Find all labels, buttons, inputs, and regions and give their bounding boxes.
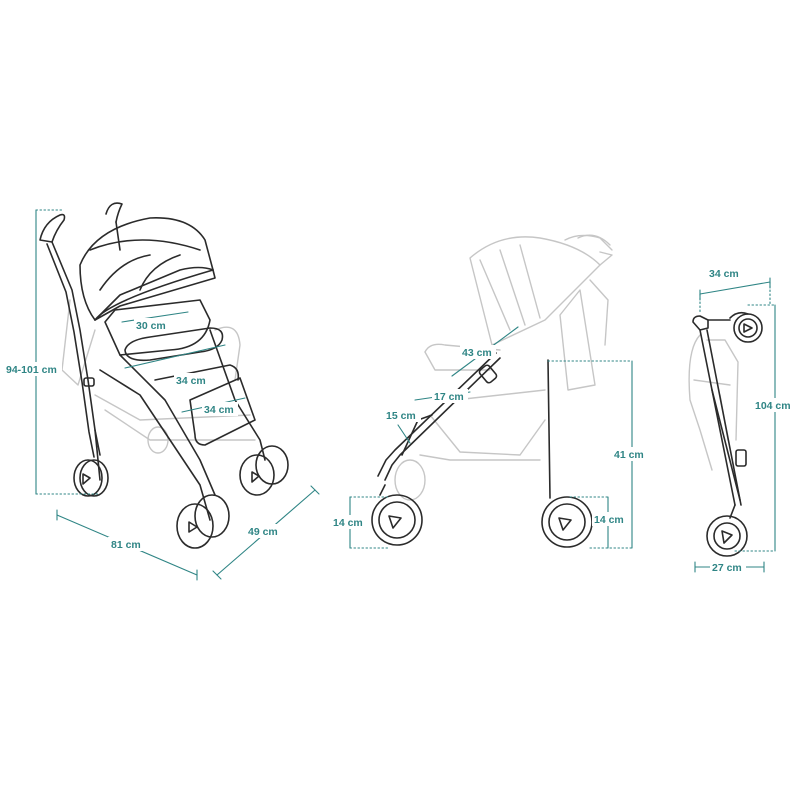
folded-dimension-labels: 34 cm 104 cm 27 cm xyxy=(707,266,798,574)
seat-back xyxy=(104,299,211,356)
folded-height-label: 104 cm xyxy=(755,400,791,412)
height-label: 94-101 cm xyxy=(6,364,57,376)
footrest-label: 15 cm xyxy=(386,410,416,422)
rear-wheel-left xyxy=(73,459,109,497)
length-label: 81 cm xyxy=(111,539,141,551)
folded-stroller-frame xyxy=(692,311,763,557)
angled-view: 94-101 cm 81 cm 49 cm 30 cm 34 cm 34 cm xyxy=(4,202,320,581)
legrest xyxy=(189,377,256,446)
angled-stroller-back-frame xyxy=(61,299,256,454)
folded-top-width-label: 34 cm xyxy=(709,268,739,280)
handle-right xyxy=(105,202,123,223)
side-dimension-labels: 43 cm 17 cm 15 cm 41 cm 14 cm 14 cm xyxy=(330,345,648,529)
side-view: 43 cm 17 cm 15 cm 41 cm 14 cm 14 cm xyxy=(330,234,648,549)
angled-dimension-lines xyxy=(35,209,320,581)
angled-dimension-labels: 94-101 cm 81 cm 49 cm 30 cm 34 cm 34 cm xyxy=(4,318,282,551)
backrest-length-label: 43 cm xyxy=(462,347,492,359)
side-front-wheel xyxy=(371,484,423,546)
canopy xyxy=(79,217,214,321)
folded-bottom-wheel xyxy=(706,515,748,557)
side-stroller-frame xyxy=(371,352,593,548)
side-rear-wheel xyxy=(541,496,593,548)
angled-stroller-frame xyxy=(39,202,289,549)
seat-width-label: 34 cm xyxy=(204,404,234,416)
side-dimension-lines xyxy=(349,326,633,549)
front-wheel-center xyxy=(176,494,230,549)
handle-left xyxy=(39,213,66,243)
front-wheel-right xyxy=(239,445,289,496)
width-label: 49 cm xyxy=(248,526,278,538)
folded-bottom-width-label: 27 cm xyxy=(712,562,742,574)
side-stroller-canopy xyxy=(394,234,613,501)
seat-depth-label: 34 cm xyxy=(176,375,206,387)
front-wheel-label: 14 cm xyxy=(333,517,363,529)
backrest-label: 30 cm xyxy=(136,320,166,332)
rear-wheel-label: 14 cm xyxy=(594,514,624,526)
seat-length-label: 17 cm xyxy=(434,391,464,403)
seat-height-label: 41 cm xyxy=(614,449,644,461)
folded-top-wheel xyxy=(729,311,763,343)
bumper-bar xyxy=(124,327,224,362)
folded-view: 34 cm 104 cm 27 cm xyxy=(688,266,798,574)
